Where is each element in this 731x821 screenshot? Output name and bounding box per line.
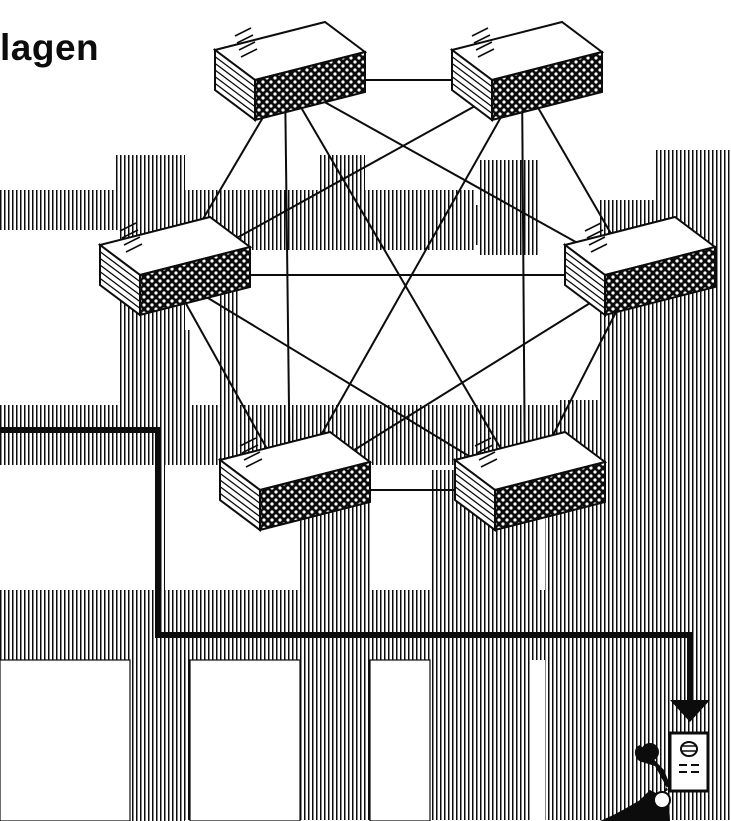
blank-panel: [0, 465, 160, 590]
terminal-device-icon: [670, 733, 708, 791]
blank-panel: [530, 660, 545, 821]
hatch-block: [320, 155, 365, 235]
blank-panel: [190, 660, 300, 821]
blank-panel: [370, 660, 430, 821]
blank-panel: [165, 465, 215, 590]
person-bag: [654, 792, 670, 808]
node-indicator: [585, 223, 601, 231]
page-heading: lagen: [0, 27, 105, 72]
terminal-screen: [681, 742, 697, 756]
blank-panel: [0, 660, 130, 821]
